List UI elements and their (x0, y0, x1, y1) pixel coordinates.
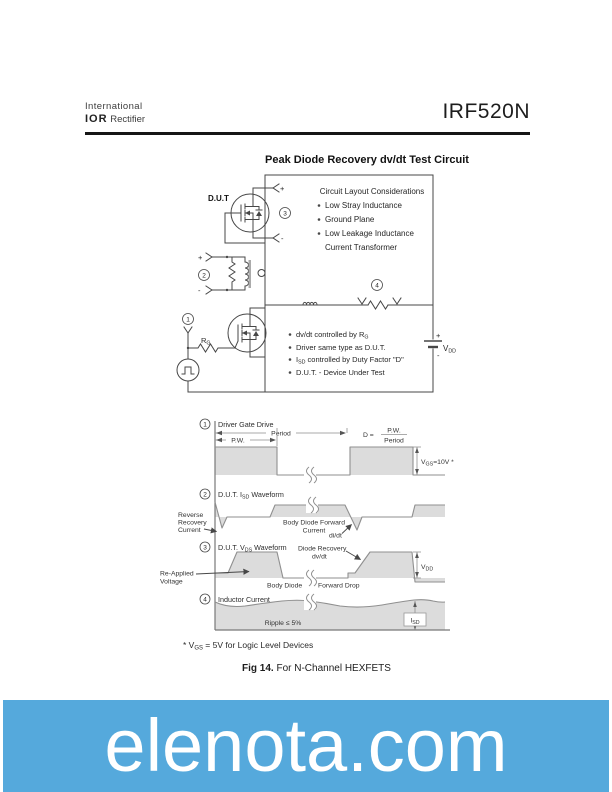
pw-label: P.W. (231, 438, 245, 445)
didt-label: di/dt (329, 533, 342, 540)
svg-text:2: 2 (203, 492, 207, 499)
note-line: Driver same type as D.U.T. (296, 343, 386, 352)
figure-caption: Fig 14. For N-Channel HEXFETS (242, 663, 391, 674)
note-line: ISD controlled by Duty Factor "D" (296, 355, 404, 366)
primary-loop (257, 269, 266, 277)
waveform-diagram: 1 Driver Gate Drive Period P.W. D = P.W.… (160, 418, 454, 631)
diode-recovery-label: Diode Recovery (298, 546, 347, 553)
logo-line2: IOR Rectifier (85, 113, 146, 125)
rg-label: RG (201, 336, 211, 347)
marker-4: 4 (375, 283, 379, 290)
series-resistor (367, 300, 389, 310)
vdd-level-label: VDD (421, 564, 433, 573)
w1-pulse-fill (215, 447, 277, 475)
watermark-text: elenota.com (104, 704, 508, 787)
vgs-level-label: VGS=10V * (421, 459, 454, 468)
svg-text:1: 1 (203, 422, 207, 429)
w4-title: Inductor Current (218, 595, 270, 604)
note-line: dv/dt controlled by RG (296, 330, 369, 341)
consideration-item: Low Leakage Inductance (325, 229, 415, 238)
figure-title: Peak Diode Recovery dv/dt Test Circuit (265, 154, 469, 166)
battery-plus: + (436, 331, 441, 340)
transformer-core (248, 260, 251, 288)
vdd-label: VDD (443, 344, 456, 355)
w1-driver-gate-drive: 1 Driver Gate Drive Period P.W. D = P.W.… (199, 418, 454, 476)
axis-break-icons (304, 466, 319, 611)
inductor (302, 301, 318, 306)
consideration-item: Ground Plane (325, 215, 375, 224)
current-transformer: + - 2 (198, 252, 266, 295)
svg-text:dv/dt: dv/dt (312, 554, 327, 561)
w3-vds-waveform: 3 D.U.T. VDS Waveform Re-Applied Voltage… (160, 541, 445, 590)
driver-mosfet (227, 307, 267, 358)
ripple-label: Ripple ≤ 5% (265, 620, 302, 627)
w2-isd-waveform: 2 D.U.T. ISD Waveform Reverse Recovery C… (178, 488, 445, 540)
w4-inductor-current: 4 Inductor Current Ripple ≤ 5% ISD (199, 593, 446, 630)
duty-numerator: P.W. (387, 428, 401, 435)
pulse-generator (176, 358, 200, 382)
isd-label-box (403, 612, 427, 627)
isd-label: ISD (410, 618, 419, 627)
svg-text:Voltage: Voltage (160, 579, 183, 586)
vdd-battery: + - VDD (424, 331, 456, 360)
dut-label: D.U.T (208, 194, 229, 203)
w1-title: Driver Gate Drive (218, 420, 274, 429)
w2-left-label: Reverse (178, 512, 204, 519)
marker-3: 3 (279, 207, 291, 219)
pulse-icon (181, 366, 195, 375)
dut-mosfet: D.U.T (208, 187, 270, 244)
w2-title: D.U.T. ISD Waveform (218, 490, 284, 501)
marker-2: 2 (202, 273, 206, 280)
reapplied-voltage-label: Re-Applied (160, 571, 194, 578)
header-rule (85, 132, 530, 135)
part-number: IRF520N (442, 100, 530, 123)
probe-minus: - (281, 234, 284, 243)
svg-text:4: 4 (203, 597, 207, 604)
w2-left-label: Recovery (178, 520, 207, 527)
logo-line1: International (85, 101, 143, 112)
xfmr-minus: - (198, 286, 201, 295)
consideration-item: Current Transformer (325, 243, 397, 252)
layout-considerations: Circuit Layout Considerations Low Stray … (317, 187, 425, 252)
test-circuit-diagram: + - VDD D.U.T + - (176, 174, 456, 393)
mosfet-symbol-icon (237, 313, 260, 353)
svg-text:3: 3 (283, 211, 287, 218)
waveform-axes (214, 421, 450, 631)
mosfet-symbol-icon (240, 193, 263, 233)
w2-left-label: Current (178, 527, 201, 534)
load-branch: 4 (302, 279, 402, 310)
battery-minus: - (437, 351, 440, 360)
considerations-title: Circuit Layout Considerations (320, 187, 425, 196)
probe-terminals: + - (264, 183, 285, 243)
period-label: Period (271, 431, 291, 438)
w3-title: D.U.T. VDS Waveform (218, 543, 287, 554)
probe-plus: + (280, 184, 285, 193)
duty-denominator: Period (384, 438, 404, 445)
w2-fill (215, 502, 445, 530)
xfmr-plus: + (198, 253, 203, 262)
ir-logo: International IOR Rectifier (85, 101, 145, 126)
svg-text:Current: Current (303, 528, 326, 535)
circuit-wiring (187, 174, 434, 393)
body-diode-current-label: Body Diode Forward (283, 520, 345, 527)
circuit-notes: dv/dt controlled by RG Driver same type … (288, 330, 404, 377)
elenota-watermark-banner: elenota.com (3, 700, 609, 792)
secondary-coil (244, 256, 249, 291)
w1-pulse-fill (350, 447, 413, 475)
duty-eq: D = (363, 432, 374, 439)
consideration-item: Low Stray Inductance (325, 201, 402, 210)
body-diode-drop-label: Body Diode (267, 583, 302, 590)
burden-resistor (228, 256, 236, 291)
gate-resistor (187, 343, 236, 353)
svg-text:Forward Drop: Forward Drop (318, 583, 360, 590)
gate-drive: 1 RG (176, 313, 236, 393)
w4-fill (215, 599, 445, 630)
note-line: D.U.T. - Device Under Test (296, 368, 386, 377)
caption-fig-number: Fig 14. (242, 663, 274, 674)
w3-fill (215, 552, 445, 582)
svg-text:3: 3 (203, 545, 207, 552)
marker-1: 1 (186, 317, 190, 324)
footnote: * VGS = 5V for Logic Level Devices (183, 640, 314, 652)
logo-mark: IOR (85, 113, 108, 125)
